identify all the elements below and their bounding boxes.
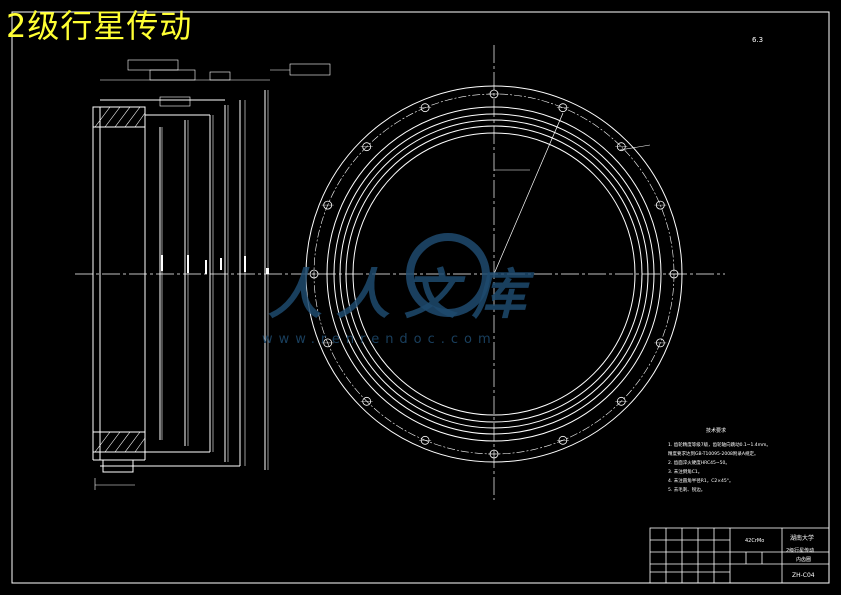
section-dimensions <box>94 59 331 490</box>
technical-note-line: 精度要求达到GB-T10095-2008附录A规定。 <box>668 450 759 457</box>
technical-notes: 1. 齿轮精度等级7级，齿轮轴向跳动0.1~1.4mm。 精度要求达到GB-T1… <box>668 441 771 493</box>
dimension-ticks <box>161 255 269 274</box>
watermark-url: www.renrendoc.com <box>262 332 497 347</box>
watermark-text: 人人文库 <box>268 263 540 326</box>
ring-gear-section-view <box>92 90 266 473</box>
technical-note-line: 2. 齿面淬火硬度HRC45~50。 <box>668 459 730 466</box>
title-block-part-name-2: 内齿圈 <box>796 556 811 563</box>
section-hatching <box>94 106 146 453</box>
technical-note-line: 1. 齿轮精度等级7级，齿轮轴向跳动0.1~1.4mm。 <box>668 441 771 448</box>
technical-note-line: 5. 去毛刺、锐边。 <box>668 486 705 493</box>
roughness-mark: 6.3 <box>752 36 763 44</box>
hole-leader <box>619 144 651 151</box>
title-block-drawing-no: ZH-C04 <box>792 572 815 579</box>
technical-note-line: 3. 未注倒角C1。 <box>668 468 702 475</box>
title-block <box>649 527 830 584</box>
bolt-hole-pattern <box>308 89 680 459</box>
technical-note-line: 4. 未注圆角半径R1，C2×45°。 <box>668 477 733 484</box>
sheet-border <box>11 11 830 584</box>
watermark-emblem <box>406 233 490 317</box>
title-block-part-name-1: 2级行星传动 <box>786 547 814 554</box>
overlay-title: 2级行星传动 <box>6 7 193 45</box>
notes-heading: 技术要求 <box>706 427 726 434</box>
title-block-school: 湖南大学 <box>790 534 814 542</box>
radius-leader <box>493 112 564 275</box>
title-block-material: 42CrMo <box>745 538 764 544</box>
